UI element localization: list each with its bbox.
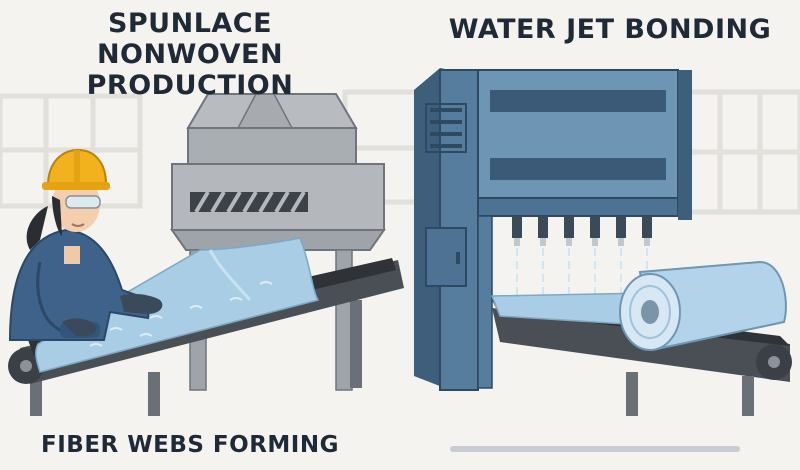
- water-jet-nozzle-icon: [512, 216, 652, 310]
- left-title-line-2: PRODUCTION: [86, 70, 294, 102]
- right-caption-bar: [450, 446, 740, 452]
- left-panel-title: SPUNLACE NONWOVEN PRODUCTION: [10, 8, 370, 101]
- vent-grille: [430, 108, 462, 148]
- water-jet-machine: [414, 68, 692, 391]
- worker: [8, 148, 163, 341]
- left-panel-caption: FIBER WEBS FORMING: [41, 432, 339, 458]
- web-forming-machine: [170, 93, 386, 391]
- right-panel-title: WATER JET BONDING: [448, 14, 772, 45]
- fabric-roll-icon: [619, 260, 787, 352]
- fiber-web: [35, 237, 320, 373]
- left-title-line-1: SPUNLACE NONWOVEN: [96, 8, 284, 71]
- hard-hat-icon: [42, 148, 110, 190]
